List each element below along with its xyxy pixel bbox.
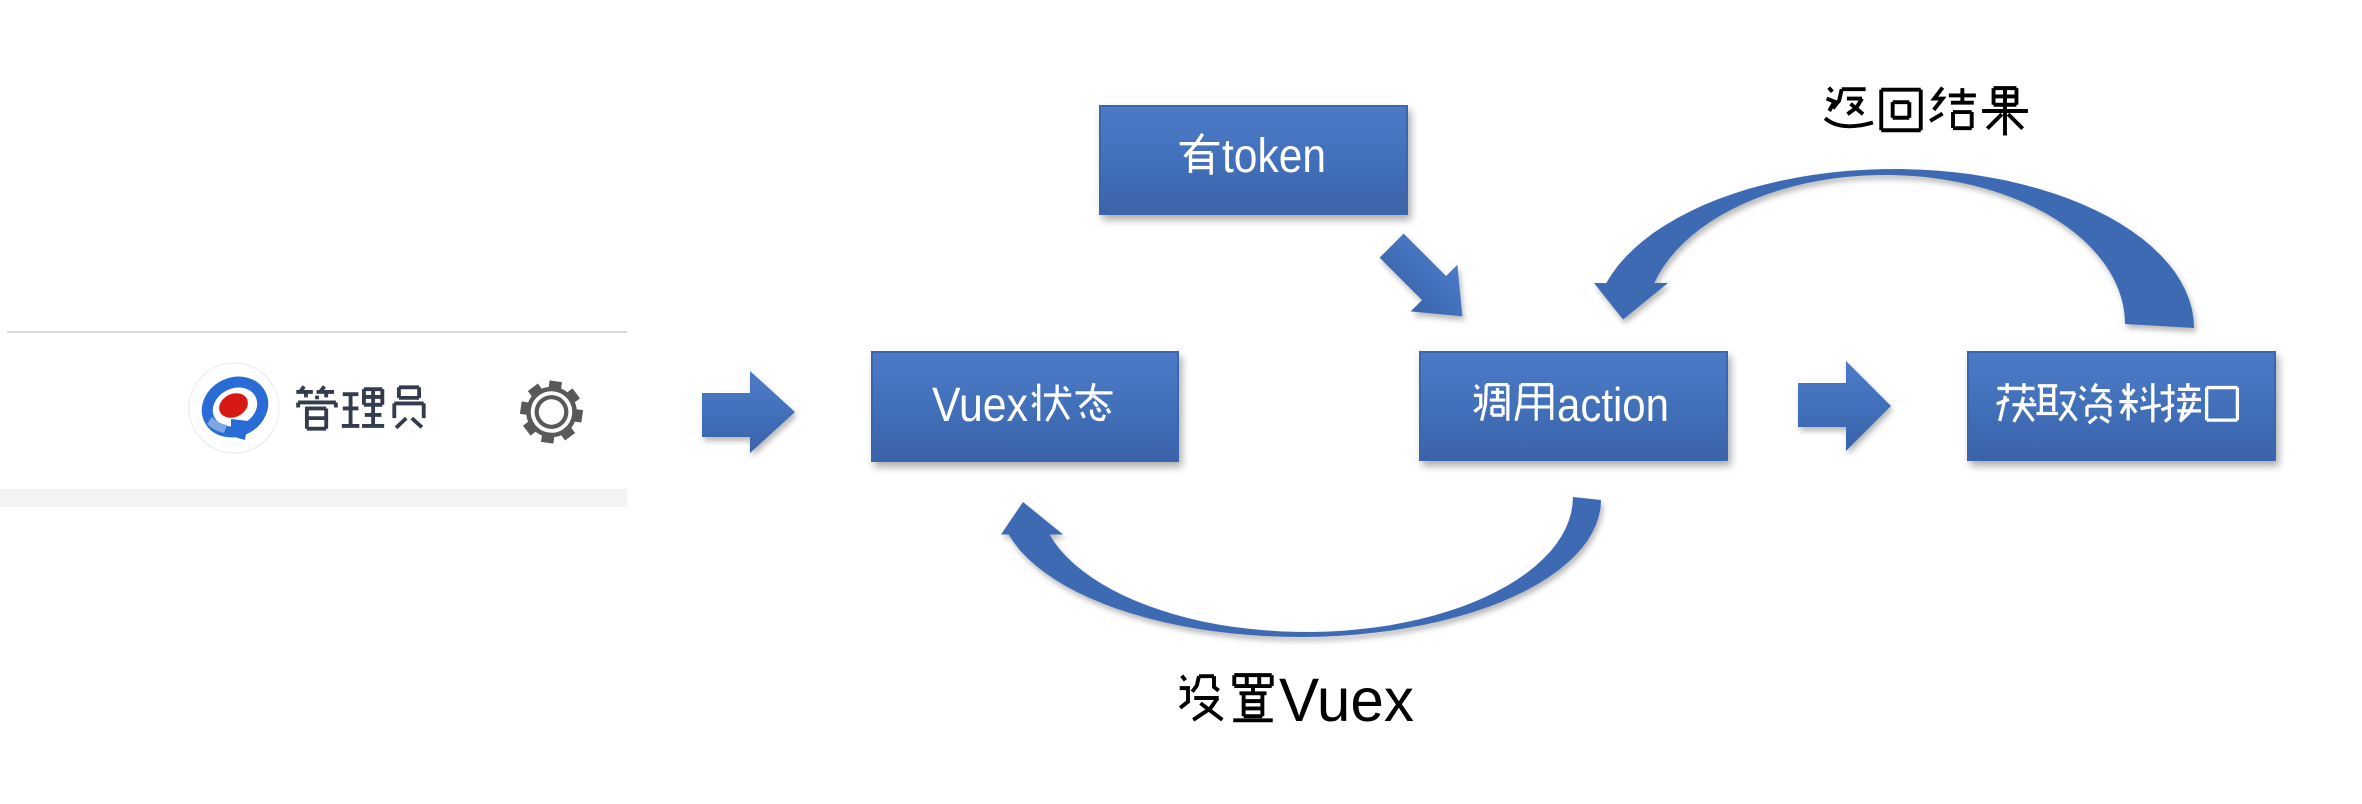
svg-text:action: action [1557, 378, 1669, 431]
svg-text:Vuex: Vuex [1279, 666, 1414, 734]
svg-text:token: token [1222, 130, 1326, 183]
svg-text:Vuex: Vuex [932, 379, 1028, 432]
